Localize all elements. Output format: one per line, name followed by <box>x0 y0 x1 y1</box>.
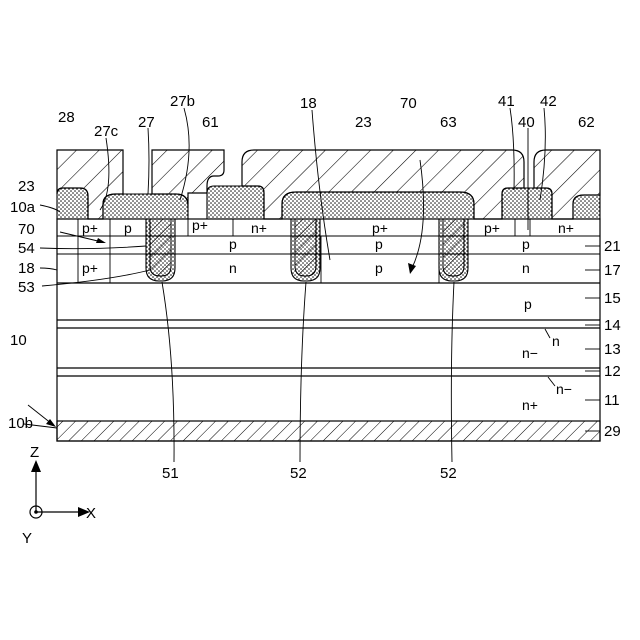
ref-40: 40 <box>518 114 535 131</box>
ref-18-top: 18 <box>300 95 317 112</box>
ref-12: 12 <box>604 363 621 380</box>
ref-41: 41 <box>498 93 515 110</box>
trench-51 <box>146 219 175 281</box>
ref-27: 27 <box>138 114 155 131</box>
ref-27b: 27b <box>170 93 195 110</box>
ref-28: 28 <box>58 109 75 126</box>
doping-p-b: p <box>229 236 237 252</box>
ref-51: 51 <box>162 465 179 482</box>
coordinate-axes: Z X Y <box>22 444 96 547</box>
doping-n-a: n <box>229 260 237 276</box>
ref-10: 10 <box>10 332 27 349</box>
doping-pp-e: p+ <box>82 260 98 276</box>
ref-10a: 10a <box>10 199 36 216</box>
ref-52-left: 52 <box>290 465 307 482</box>
ref-29: 29 <box>604 423 621 440</box>
ref-11: 11 <box>604 392 620 409</box>
doping-np-a: n+ <box>251 220 267 236</box>
ref-17: 17 <box>604 262 621 279</box>
axis-y-label: Y <box>22 530 32 547</box>
doping-pp-a: p+ <box>82 220 98 236</box>
ref-42: 42 <box>540 93 557 110</box>
doping-p-a: p <box>124 220 132 236</box>
doping-pp-b: p+ <box>192 217 208 233</box>
trench-52-left <box>291 219 320 281</box>
ref-54: 54 <box>18 240 35 257</box>
ref-62: 62 <box>578 114 595 131</box>
axis-z-label: Z <box>30 444 39 461</box>
ref-70-left: 70 <box>18 221 35 238</box>
doping-nm-b: n− <box>556 381 572 397</box>
doping-p-e: p <box>375 260 383 276</box>
trench-52-right <box>439 219 468 281</box>
doping-p-c: p <box>375 236 383 252</box>
doping-np-b: n+ <box>558 220 574 236</box>
ref-27c: 27c <box>94 123 119 140</box>
ref-14: 14 <box>604 317 621 334</box>
doping-n-b: n <box>522 260 530 276</box>
doping-p-d: p <box>522 236 530 252</box>
ref-23-left: 23 <box>18 178 35 195</box>
ref-61: 61 <box>202 114 219 131</box>
doping-np-c: n+ <box>522 397 538 413</box>
ref-18-left: 18 <box>18 260 35 277</box>
ref-21: 21 <box>604 238 621 255</box>
doping-nm-a: n− <box>522 345 538 361</box>
ref-70-top: 70 <box>400 95 417 112</box>
ref-53: 53 <box>18 279 35 296</box>
back-electrode-29 <box>57 421 600 441</box>
ref-52-right: 52 <box>440 465 457 482</box>
ref-63: 63 <box>440 114 457 131</box>
ref-23-top: 23 <box>355 114 372 131</box>
doping-pp-d: p+ <box>484 220 500 236</box>
doping-n-c: n <box>552 333 560 349</box>
doping-pp-c: p+ <box>372 220 388 236</box>
ref-15: 15 <box>604 290 621 307</box>
ref-13: 13 <box>604 341 621 358</box>
ref-10b: 10b <box>8 415 33 432</box>
axis-x-label: X <box>86 505 96 522</box>
doping-p-f: p <box>524 296 532 312</box>
